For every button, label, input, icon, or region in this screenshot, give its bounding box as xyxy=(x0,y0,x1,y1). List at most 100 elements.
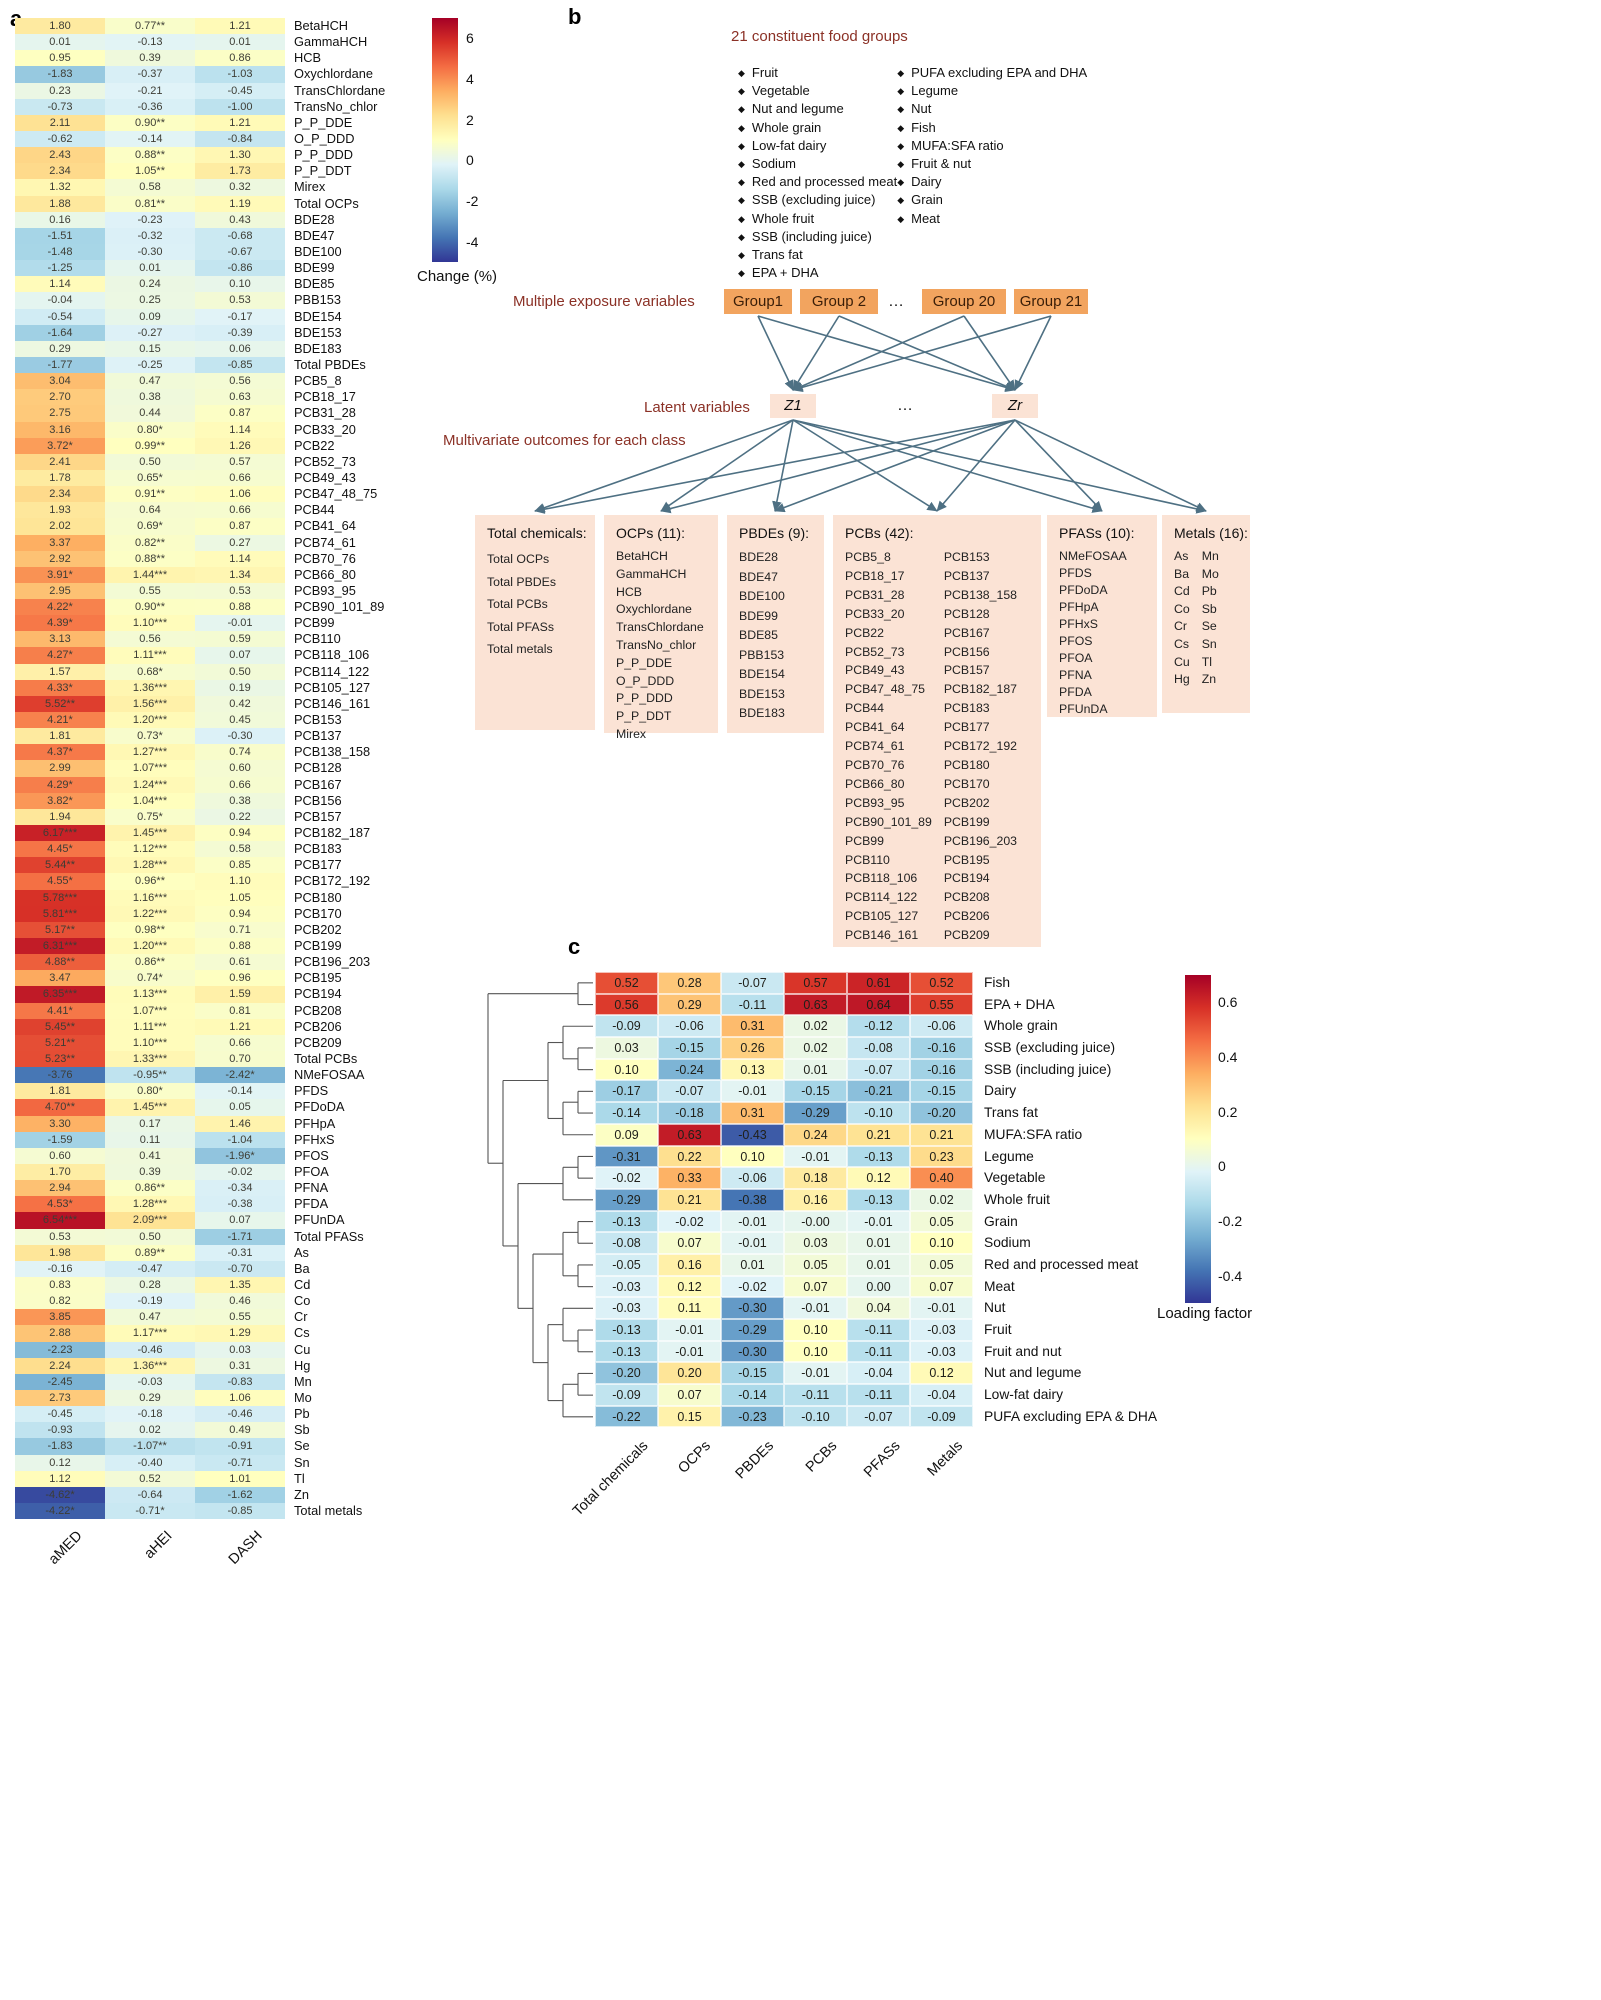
heatmap-cell: 1.93 xyxy=(15,502,105,519)
heatmap-cell: 1.14 xyxy=(195,550,285,567)
heatmap-cell: 0.00 xyxy=(847,1275,910,1298)
heatmap-cell: 0.18 xyxy=(784,1167,847,1189)
row-label: PCB170 xyxy=(294,905,342,921)
outcome-item: P_P_DDE xyxy=(616,655,673,670)
heatmap-cell: 0.01 xyxy=(721,1253,784,1276)
heatmap-cell: 1.34 xyxy=(195,566,285,583)
row-label: PCB156 xyxy=(294,792,342,808)
heatmap-cell: -0.38 xyxy=(195,1196,285,1213)
heatmap-cell: 0.21 xyxy=(658,1188,721,1211)
row-label: Co xyxy=(294,1293,311,1309)
heatmap-cell: 5.44** xyxy=(15,857,105,874)
outcome-item: Tl xyxy=(1201,654,1212,669)
heatmap-cell: 0.43 xyxy=(195,211,285,228)
food-group-label: Legume xyxy=(911,83,959,99)
heatmap-cell: 0.66 xyxy=(195,469,285,487)
row-label: Whole grain xyxy=(984,1018,1058,1034)
panel-a-colorbar-label: Change (%) xyxy=(417,268,498,285)
row-label: PCB146_161 xyxy=(294,695,371,711)
heatmap-cell: 0.50 xyxy=(195,663,285,680)
heatmap-cell: 0.47 xyxy=(105,1309,195,1326)
outcome-item: Mo xyxy=(1201,566,1219,581)
outcome-item: PCB156 xyxy=(943,644,990,659)
outcome-item: PFHpA xyxy=(1059,600,1099,614)
heatmap-cell: -0.67 xyxy=(195,243,285,261)
heatmap-cell: 0.88** xyxy=(105,147,195,164)
heatmap-cell: 1.01 xyxy=(195,1470,285,1487)
heatmap-cell: 0.15 xyxy=(658,1405,721,1428)
heatmap-cell: -1.77 xyxy=(15,356,105,374)
panel-b-label: b xyxy=(568,4,582,29)
outcome-item: PCB22 xyxy=(845,625,884,640)
heatmap-cell: 0.12 xyxy=(658,1275,721,1298)
heatmap-cell: -0.29 xyxy=(784,1102,847,1124)
heatmap-cell: 1.56*** xyxy=(105,695,195,713)
heatmap-cell: 1.32 xyxy=(15,179,105,196)
row-label: PCB208 xyxy=(294,1002,342,1018)
heatmap-cell: -0.84 xyxy=(195,130,285,148)
row-label: PCB183 xyxy=(294,841,342,857)
food-group-item: ◆Fruit & nut xyxy=(897,155,1087,173)
row-label: Cr xyxy=(294,1309,308,1325)
heatmap-cell: 0.28 xyxy=(658,972,721,994)
heatmap-cell: 0.03 xyxy=(784,1232,847,1254)
heatmap-cell: -0.16 xyxy=(15,1260,105,1277)
diamond-bullet-icon: ◆ xyxy=(897,213,905,224)
heatmap-cell: -0.40 xyxy=(105,1454,195,1471)
heatmap-cell: 1.29 xyxy=(195,1325,285,1342)
row-label: PCB105_127 xyxy=(294,679,371,695)
heatmap-cell: 2.34 xyxy=(15,486,105,503)
row-label: BetaHCH xyxy=(294,18,349,33)
outcome-item: PCB128 xyxy=(943,606,990,621)
heatmap-cell: -1.62 xyxy=(195,1486,285,1503)
row-label: BDE47 xyxy=(294,227,335,243)
food-group-item: ◆PUFA excluding EPA and DHA xyxy=(897,64,1087,82)
food-group-label: SSB (including juice) xyxy=(751,228,872,244)
heatmap-cell: 0.05 xyxy=(195,1099,285,1116)
heatmap-cell: 1.45*** xyxy=(105,825,195,842)
row-label: Zn xyxy=(294,1486,309,1502)
food-group-label: SSB (excluding juice) xyxy=(751,192,876,208)
heatmap-cell: 2.92 xyxy=(15,550,105,567)
heatmap-cell: 1.17*** xyxy=(105,1325,195,1342)
heatmap-cell: -0.25 xyxy=(105,356,195,374)
food-group-item: ◆Low-fat dairy xyxy=(738,137,897,155)
diamond-bullet-icon: ◆ xyxy=(738,159,745,170)
heatmap-cell: 0.94 xyxy=(195,825,285,842)
food-group-label: Whole grain xyxy=(751,119,822,135)
heatmap-cell: 1.12*** xyxy=(105,841,195,858)
row-label: Dairy xyxy=(984,1083,1017,1099)
heatmap-cell: 0.29 xyxy=(105,1389,195,1407)
heatmap-cell: -0.23 xyxy=(105,211,195,228)
row-label: PCB202 xyxy=(294,921,342,937)
food-group-item: ◆Nut and legume xyxy=(738,100,897,118)
exposure-variables-label: Multiple exposure variables xyxy=(513,293,695,310)
heatmap-cell: -0.01 xyxy=(847,1210,910,1233)
heatmap-cell: -0.09 xyxy=(595,1015,658,1038)
food-group-label: Dairy xyxy=(911,174,942,190)
outcome-item: PCB33_20 xyxy=(845,606,905,621)
row-label: PFHpA xyxy=(294,1115,336,1131)
heatmap-cell: 1.28*** xyxy=(105,1196,195,1213)
heatmap-cell: -0.34 xyxy=(195,1180,285,1197)
heatmap-cell: 1.20*** xyxy=(105,938,195,955)
food-group-item: ◆Dairy xyxy=(897,173,1087,191)
row-label: BDE154 xyxy=(294,308,342,324)
heatmap-cell: 1.21 xyxy=(195,18,285,35)
heatmap-cell: 5.17** xyxy=(15,921,105,939)
row-label: PFHxS xyxy=(294,1131,335,1147)
outcome-item: BDE100 xyxy=(739,589,785,603)
outcome-item: Sb xyxy=(1201,601,1217,616)
outcome-item: PCB157 xyxy=(943,663,990,678)
heatmap-cell: -2.45 xyxy=(15,1373,105,1390)
